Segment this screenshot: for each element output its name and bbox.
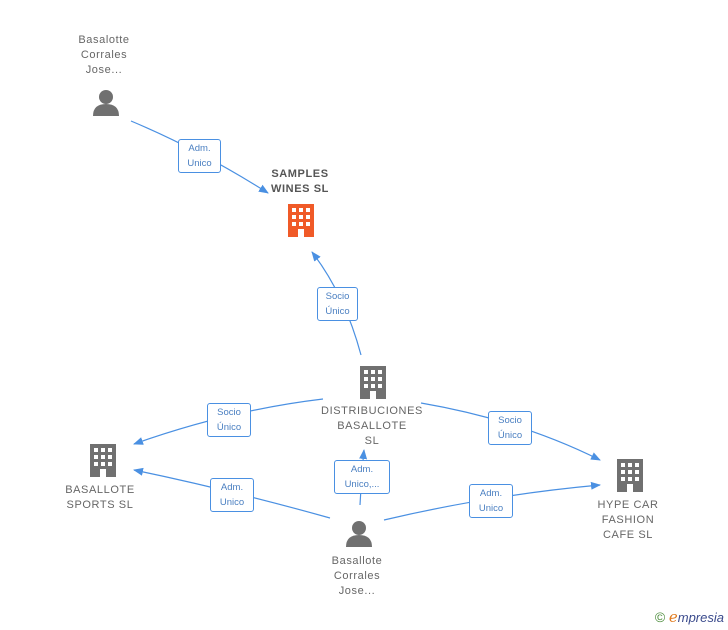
building-icon[interactable] — [90, 444, 116, 477]
node-label-person-top[interactable]: Basalotte Corrales Jose... — [78, 34, 130, 76]
building-icon[interactable] — [617, 459, 643, 492]
edge-label-socio-unico[interactable]: Socio Único — [488, 411, 532, 445]
brand-name: mpresia — [677, 610, 724, 625]
person-icon[interactable] — [93, 90, 119, 116]
brand-e: e — [668, 608, 678, 626]
empresia-logo: © empresia — [655, 608, 724, 626]
building-icon[interactable] — [360, 366, 386, 399]
edge-label-socio-unico[interactable]: Socio Único — [317, 287, 358, 321]
node-label-samples-wines[interactable]: SAMPLES WINES SL — [271, 168, 329, 195]
node-label-basallote-sports[interactable]: BASALLOTE SPORTS SL — [65, 484, 135, 511]
person-icon[interactable] — [346, 521, 372, 547]
edge-label-socio-unico[interactable]: Socio Único — [207, 403, 251, 437]
building-icon[interactable] — [288, 204, 314, 237]
node-label-distribuciones-basallote[interactable]: DISTRIBUCIONES BASALLOTE SL — [321, 405, 423, 447]
edge-label-adm-unico[interactable]: Adm. Unico,... — [334, 460, 390, 494]
edge-label-adm-unico[interactable]: Adm. Unico — [210, 478, 254, 512]
node-label-hype-car[interactable]: HYPE CAR FASHION CAFE SL — [597, 499, 659, 541]
edge-label-adm-unico[interactable]: Adm. Unico — [469, 484, 513, 518]
copyright-symbol: © — [654, 609, 666, 625]
edge-label-adm-unico[interactable]: Adm. Unico — [178, 139, 221, 173]
node-label-person-bottom[interactable]: Basallote Corrales Jose... — [331, 555, 383, 597]
